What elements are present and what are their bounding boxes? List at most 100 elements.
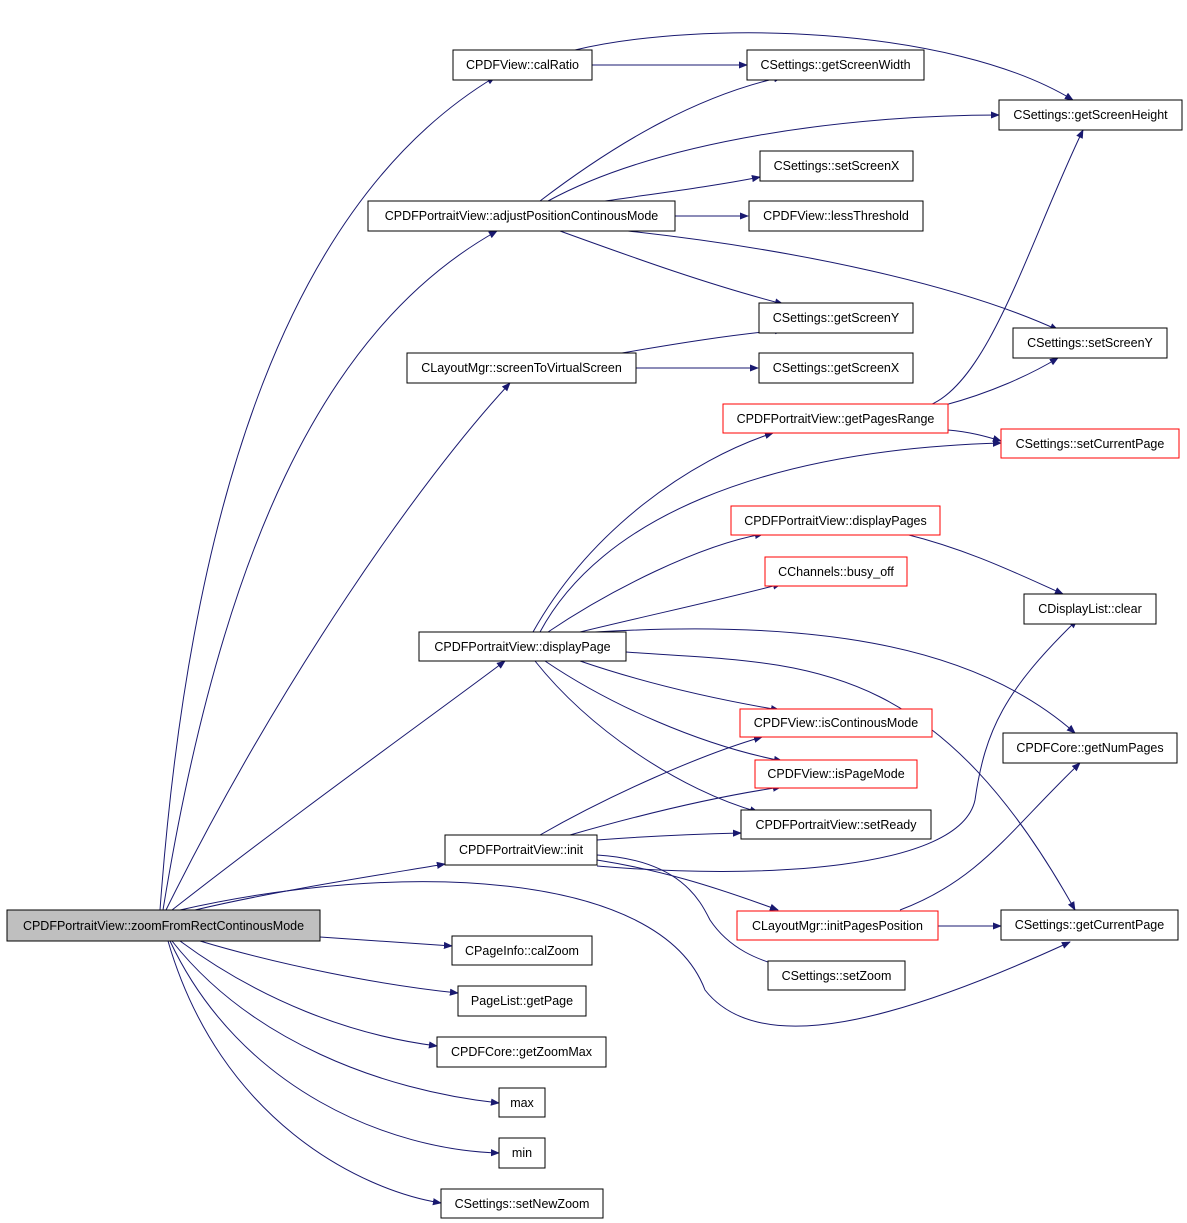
node-getnumpages-label: CPDFCore::getNumPages	[1016, 741, 1163, 755]
node-busyoff-label: CChannels::busy_off	[778, 565, 894, 579]
node-setzoom[interactable]: CSettings::setZoom	[767, 960, 906, 991]
node-initpagespos-label: CLayoutMgr::initPagesPosition	[752, 919, 923, 933]
edge-root-to-calzoom	[319, 936, 453, 950]
node-displaypages-label: CPDFPortraitView::displayPages	[744, 514, 926, 528]
node-iscontinous-label: CPDFView::isContinousMode	[754, 716, 918, 730]
edge-init-to-initpagespos	[596, 859, 779, 911]
node-getscreenheight[interactable]: CSettings::getScreenHeight	[998, 99, 1183, 131]
node-calratio-label: CPDFView::calRatio	[466, 58, 579, 72]
node-getscreeny-label: CSettings::getScreenY	[773, 311, 900, 325]
node-setnewzoom-label: CSettings::setNewZoom	[455, 1197, 590, 1211]
node-setzoom-label: CSettings::setZoom	[782, 969, 892, 983]
node-displaypages[interactable]: CPDFPortraitView::displayPages	[730, 505, 941, 536]
node-setnewzoom[interactable]: CSettings::setNewZoom	[440, 1188, 604, 1219]
node-getcurrentpage-label: CSettings::getCurrentPage	[1015, 918, 1164, 932]
node-adjustposition[interactable]: CPDFPortraitView::adjustPositionContinou…	[367, 200, 676, 232]
node-calratio[interactable]: CPDFView::calRatio	[452, 49, 593, 81]
edge-adjust-to-getscreeny	[559, 230, 784, 306]
node-screentovirtual-label: CLayoutMgr::screenToVirtualScreen	[421, 361, 622, 375]
node-min-label: min	[512, 1146, 532, 1160]
edge-displaypage-to-setcurrentpage	[539, 439, 1002, 633]
node-setscreeny-label: CSettings::setScreenY	[1027, 336, 1153, 350]
node-setcurrentpage[interactable]: CSettings::setCurrentPage	[1000, 428, 1180, 459]
node-min[interactable]: min	[498, 1137, 546, 1169]
edge-init-to-setready	[596, 829, 742, 841]
edge-root-to-getcurrentpage	[179, 881, 1071, 1027]
edge-init-to-ispagemode	[569, 784, 782, 836]
edge-root-to-setnewzoom	[167, 940, 442, 1206]
edge-init-to-clear	[596, 619, 1078, 872]
node-getcurrentpage[interactable]: CSettings::getCurrentPage	[1000, 909, 1179, 941]
node-clear-label: CDisplayList::clear	[1038, 602, 1142, 616]
node-max[interactable]: max	[498, 1087, 546, 1118]
node-lessthreshold-label: CPDFView::lessThreshold	[763, 209, 909, 223]
edge-displaypage-to-setready	[534, 660, 759, 814]
edge-displaypage-to-busyoff	[579, 582, 782, 633]
node-getscreenx-label: CSettings::getScreenX	[773, 361, 900, 375]
edge-calratio-to-getscreenheight	[574, 32, 1074, 101]
node-initpagespos[interactable]: CLayoutMgr::initPagesPosition	[736, 910, 939, 941]
node-getscreeny[interactable]: CSettings::getScreenY	[758, 302, 914, 334]
node-iscontinous[interactable]: CPDFView::isContinousMode	[739, 708, 933, 738]
node-setscreenx[interactable]: CSettings::setScreenX	[759, 150, 914, 182]
node-busyoff[interactable]: CChannels::busy_off	[764, 556, 908, 587]
node-setready[interactable]: CPDFPortraitView::setReady	[740, 809, 932, 840]
edge-root-to-getpage	[199, 940, 459, 996]
node-getscreenx[interactable]: CSettings::getScreenX	[758, 352, 914, 384]
edge-displaypage-to-iscontinous	[579, 660, 780, 713]
node-init-label: CPDFPortraitView::init	[459, 843, 584, 857]
node-getpage-label: PageList::getPage	[471, 994, 573, 1008]
node-displaypage-label: CPDFPortraitView::displayPage	[434, 640, 610, 654]
edge-root-to-init	[194, 861, 446, 911]
node-getnumpages[interactable]: CPDFCore::getNumPages	[1002, 732, 1178, 764]
edge-pagesrange-to-setscreeny	[944, 357, 1059, 406]
node-ispagemode-label: CPDFView::isPageMode	[767, 767, 904, 781]
edge-root-to-displaypage	[171, 660, 506, 911]
node-getpage[interactable]: PageList::getPage	[457, 985, 587, 1017]
edge-pagesrange-to-getscreenheight	[929, 129, 1084, 406]
edge-displaypage-to-displaypages	[547, 531, 764, 633]
node-displaypage[interactable]: CPDFPortraitView::displayPage	[418, 631, 627, 662]
node-init[interactable]: CPDFPortraitView::init	[444, 834, 598, 866]
edge-adjust-to-getscreenheight	[547, 111, 1000, 202]
node-getscreenwidth-label: CSettings::getScreenWidth	[760, 58, 910, 72]
node-setscreenx-label: CSettings::setScreenX	[774, 159, 900, 173]
edge-displaypage-to-getpagesrange	[532, 432, 774, 633]
node-screentovirtual[interactable]: CLayoutMgr::screenToVirtualScreen	[406, 352, 637, 384]
edge-root-to-calratio	[159, 76, 496, 911]
edge-initpagespos-to-getnumpages	[899, 762, 1081, 911]
node-getpagesrange[interactable]: CPDFPortraitView::getPagesRange	[722, 403, 949, 434]
edge-displaypages-to-clear	[904, 533, 1064, 595]
edge-adjust-to-setscreeny	[627, 230, 1059, 331]
node-setcurrentpage-label: CSettings::setCurrentPage	[1016, 437, 1165, 451]
node-calzoom[interactable]: CPageInfo::calZoom	[451, 935, 593, 966]
node-adjustposition-label: CPDFPortraitView::adjustPositionContinou…	[385, 209, 659, 223]
edge-root-to-min	[169, 940, 500, 1157]
node-ispagemode[interactable]: CPDFView::isPageMode	[754, 759, 918, 789]
edge-root-to-screentovirtual	[165, 382, 511, 911]
node-getzoommax[interactable]: CPDFCore::getZoomMax	[436, 1036, 607, 1068]
node-getscreenheight-label: CSettings::getScreenHeight	[1013, 108, 1168, 122]
edge-displaypage-to-getcurrentpage	[625, 651, 1076, 911]
node-setscreeny[interactable]: CSettings::setScreenY	[1012, 327, 1168, 359]
edge-displaypage-to-getnumpages	[594, 628, 1076, 734]
edge-displaypage-to-ispagemode	[544, 660, 783, 763]
node-getpagesrange-label: CPDFPortraitView::getPagesRange	[737, 412, 935, 426]
edge-init-to-setzoom	[596, 854, 781, 968]
node-setready-label: CPDFPortraitView::setReady	[756, 818, 918, 832]
node-root-label: CPDFPortraitView::zoomFromRectContinousM…	[23, 919, 304, 933]
edge-root-to-getzoommax	[179, 940, 438, 1049]
edge-root-to-max	[171, 940, 500, 1106]
node-lessthreshold[interactable]: CPDFView::lessThreshold	[748, 200, 924, 232]
edge-pagesrange-to-setcurrentpage	[947, 429, 1002, 443]
edge-root-to-adjustposition	[162, 230, 498, 911]
node-clear[interactable]: CDisplayList::clear	[1023, 593, 1157, 625]
node-calzoom-label: CPageInfo::calZoom	[465, 944, 579, 958]
node-root[interactable]: CPDFPortraitView::zoomFromRectContinousM…	[6, 909, 321, 942]
edge-adjust-to-setscreenx	[604, 175, 761, 202]
node-getscreenwidth[interactable]: CSettings::getScreenWidth	[746, 49, 925, 81]
edge-adjust-to-getscreenwidth	[539, 75, 783, 202]
node-max-label: max	[510, 1096, 534, 1110]
edge-init-to-iscontinous	[539, 735, 763, 836]
